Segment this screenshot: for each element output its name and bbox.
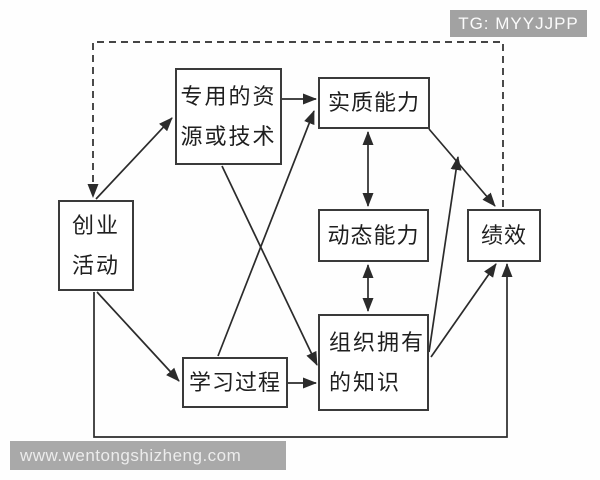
node-label: 源或技术 — [180, 123, 277, 149]
edge-knowledge-moderation-arrow — [428, 156, 462, 353]
website-watermark: www.wentongshizheng.com — [10, 441, 286, 470]
node-label: 组织拥有 — [329, 329, 426, 355]
node-label: 绩效 — [480, 222, 527, 248]
node-dedicated-resources: 专用的资 源或技术 — [175, 68, 282, 165]
node-entrepreneurial-activity: 创业 活动 — [58, 200, 134, 291]
tg-watermark-badge: TG: MYYJJPP — [450, 10, 587, 37]
node-label: 创业 — [71, 212, 120, 238]
edge-substantive-to-performance — [428, 128, 496, 207]
edge-knowledge-to-performance — [430, 263, 497, 358]
node-organizational-knowledge: 组织拥有 的知识 — [318, 314, 429, 411]
edge-entrepreneurial-to-resources — [95, 117, 173, 200]
edge-entrepreneurial-to-performance-bottom — [93, 263, 513, 438]
node-label: 动态能力 — [327, 222, 420, 248]
edge-resources-to-knowledge — [221, 165, 318, 366]
node-learning-process: 学习过程 — [182, 357, 288, 408]
node-dynamic-capability: 动态能力 — [318, 209, 429, 262]
node-performance: 绩效 — [467, 209, 541, 262]
node-label: 的知识 — [329, 369, 402, 395]
edge-performance-to-entrepreneurial-dashed — [87, 41, 504, 207]
edge-entrepreneurial-to-learning — [96, 291, 180, 382]
node-label: 实质能力 — [327, 90, 420, 115]
node-substantive-capability: 实质能力 — [318, 77, 430, 129]
node-label: 专用的资 — [180, 83, 277, 109]
node-label: 活动 — [71, 252, 120, 278]
node-label: 学习过程 — [188, 369, 281, 395]
edge-learning-to-substantive — [217, 110, 315, 357]
